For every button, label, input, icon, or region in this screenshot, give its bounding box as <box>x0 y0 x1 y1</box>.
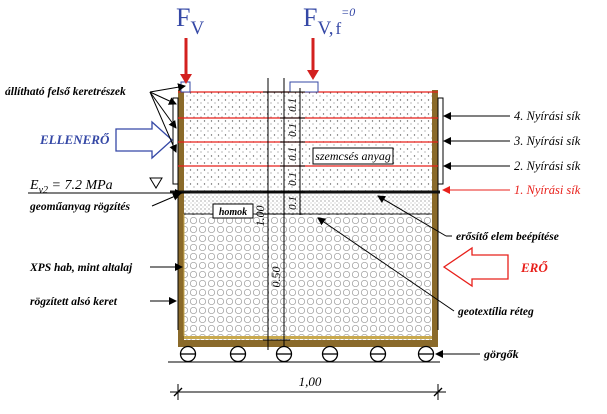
geo-fix-leader <box>151 193 181 207</box>
fv-right-arrowhead <box>307 70 319 80</box>
xps-label: XPS hab, mint altalaj <box>29 262 133 274</box>
geotextile-leader <box>317 217 455 312</box>
fv-left-label: FV <box>176 3 204 39</box>
dim-layer-4: 0.1 <box>287 98 299 112</box>
dim-100: 1.00 <box>253 206 267 227</box>
rollers <box>179 345 435 363</box>
geotextile-label: geotextília réteg <box>457 306 534 318</box>
ev2-label: Ev2 = 7.2 MPa <box>29 178 113 196</box>
dim-layer-0: 0.1 <box>287 196 299 210</box>
fv-left-arrowhead <box>180 74 192 84</box>
sand-label: homok <box>219 207 247 218</box>
shear3-label: 3. Nyírási sík <box>513 134 581 148</box>
dim-layer-1: 0.1 <box>287 172 299 186</box>
force-arrow <box>442 246 509 288</box>
fv-right-label: FV,f=0 <box>303 3 355 39</box>
right-clamp <box>437 97 444 185</box>
width-slash-left <box>173 387 183 397</box>
dim-050: 0.50 <box>269 267 283 288</box>
top-frames-leaders <box>149 83 186 153</box>
load-plate-left <box>180 81 191 93</box>
counter-force-arrow <box>115 120 173 160</box>
width-label: 1,00 <box>299 374 322 389</box>
counter-force-label: ELLENERŐ <box>39 132 110 147</box>
sand-label-box <box>212 203 254 219</box>
width-slash-right <box>433 387 443 397</box>
granular-label: szemcsés anyag <box>315 149 391 163</box>
left-clamp <box>172 97 179 185</box>
bottom-frame-label: rögzített alsó keret <box>30 296 118 308</box>
reinforcement-leader <box>377 195 447 237</box>
frame-right-wall <box>432 90 438 346</box>
frame-left-wall <box>178 90 184 346</box>
shear1-label: 1. Nyírási sík <box>514 183 581 197</box>
shear1-arrowhead <box>442 186 450 194</box>
shear2-label: 2. Nyírási sík <box>514 159 581 173</box>
load-plate-right <box>289 81 319 93</box>
granular-label-box <box>312 147 394 165</box>
force-label: ERŐ <box>520 260 548 275</box>
frame-inner-bottom <box>184 336 432 339</box>
geo-fix-label: geoműanyag rögzítés <box>29 201 131 213</box>
shear-leaders <box>443 112 510 170</box>
dim-ticks <box>263 91 305 341</box>
frame-bottom <box>178 340 438 347</box>
shear4-label: 4. Nyírási sík <box>514 109 581 123</box>
xps-fill <box>183 214 433 340</box>
top-frames-label: állítható felső keretrészek <box>5 86 126 98</box>
rollers-label: görgők <box>483 347 519 361</box>
reinforcement-label: erősítő elem beépítése <box>456 231 559 243</box>
ev2-triangle-icon <box>149 177 163 189</box>
dim-layer-2: 0.1 <box>287 147 299 161</box>
dim-layer-3: 0.1 <box>287 123 299 137</box>
